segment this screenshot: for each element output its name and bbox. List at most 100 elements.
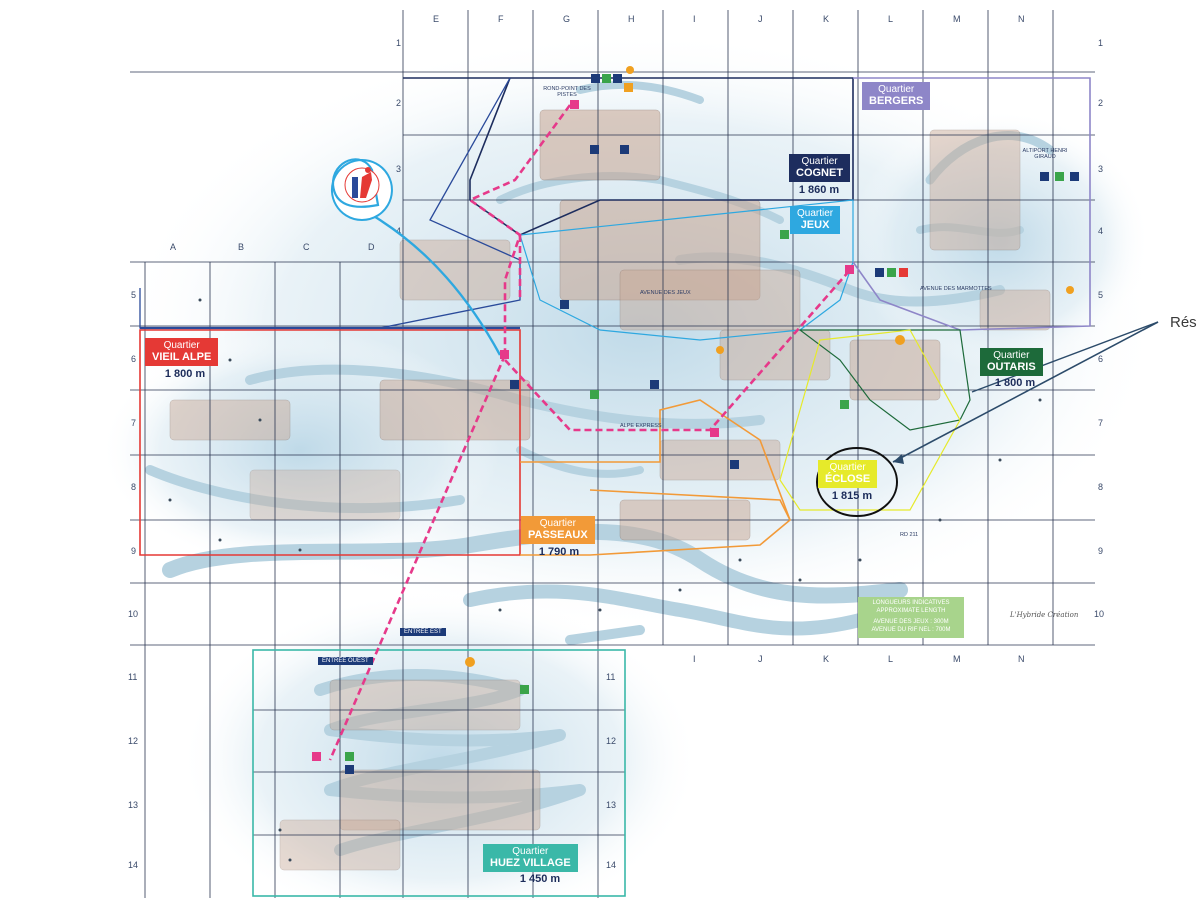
district-altitude-cognet: 1 860 m — [798, 184, 840, 196]
district-line1: Quartier — [801, 156, 838, 167]
row-label: 12 — [606, 736, 616, 746]
entry-ouest-label: ENTRÉE OUEST — [318, 657, 373, 665]
col-label: N — [1018, 14, 1025, 24]
col-label: J — [758, 654, 763, 664]
row-label: 2 — [1098, 98, 1103, 108]
length-legend: LONGUEURS INDICATIVES APPROXIMATE LENGTH… — [858, 597, 964, 638]
row-label: 10 — [1094, 609, 1104, 619]
entry-est-label: ENTRÉE EST — [400, 628, 446, 636]
row-label: 6 — [131, 354, 136, 364]
row-label: 3 — [396, 164, 401, 174]
row-label: 2 — [396, 98, 401, 108]
col-label: I — [693, 14, 696, 24]
col-label: E — [433, 14, 439, 24]
place-avenue-marmottes: AVENUE DES MARMOTTES — [920, 286, 992, 292]
row-label: 13 — [128, 800, 138, 810]
col-label: A — [170, 242, 176, 252]
district-line1: Quartier — [878, 84, 915, 95]
district-altitude-vieil-alpe: 1 800 m — [164, 368, 206, 380]
col-label: J — [758, 14, 763, 24]
row-label: 13 — [606, 800, 616, 810]
district-line1: Quartier — [512, 846, 549, 857]
grid-labels: E F G H I J K L M N A B C D I J K L M N … — [128, 14, 1104, 870]
place-avenue-jeux: AVENUE DES JEUX — [640, 290, 691, 296]
district-altitude-eclose: 1 815 m — [831, 490, 873, 502]
row-label: 12 — [128, 736, 138, 746]
col-label: L — [888, 654, 893, 664]
district-name: BERGERS — [869, 94, 924, 107]
district-name: ÉCLOSE — [825, 472, 871, 485]
legend-line: LONGUEURS INDICATIVES — [872, 600, 950, 606]
district-name: PASSEAUX — [528, 528, 588, 541]
map-credit: L'Hybride Création — [1010, 611, 1079, 619]
trees — [168, 298, 1042, 862]
district-label-vieil-alpe: Quartier VIEIL ALPE — [145, 338, 219, 367]
col-label: L — [888, 14, 893, 24]
callout-text: Rés — [1170, 314, 1197, 331]
row-label: 1 — [1098, 38, 1103, 48]
ski-lifts — [328, 104, 851, 761]
col-label: K — [823, 14, 829, 24]
district-label-huez-village: Quartier HUEZ VILLAGE — [483, 844, 578, 873]
tourist-info-marker — [331, 158, 502, 356]
col-label: M — [953, 14, 961, 24]
district-label-cognet: Quartier COGNET — [789, 154, 851, 183]
col-label: D — [368, 242, 375, 252]
district-line1: Quartier — [993, 350, 1030, 361]
district-line1: Quartier — [797, 208, 834, 219]
row-label: 4 — [1098, 226, 1103, 236]
col-label: I — [693, 654, 696, 664]
col-label: M — [953, 654, 961, 664]
row-label: 8 — [131, 482, 136, 492]
col-label: G — [563, 14, 570, 24]
row-label: 7 — [131, 418, 136, 428]
row-label: 11 — [128, 672, 137, 682]
row-label: 3 — [1098, 164, 1103, 174]
col-label: C — [303, 242, 310, 252]
district-name: COGNET — [796, 166, 844, 179]
row-label: 5 — [131, 290, 136, 300]
service-icons — [312, 66, 1079, 774]
row-label: 11 — [606, 672, 615, 682]
district-label-bergers: Quartier BERGERS — [862, 82, 931, 111]
legend-line: AVENUE DU RIF NEL : 700M — [871, 626, 951, 633]
district-label-passeaux: Quartier PASSEAUX — [521, 516, 595, 545]
place-rd211: RD 211 — [900, 532, 919, 538]
district-name: JEUX — [800, 218, 830, 231]
col-label: B — [238, 242, 244, 252]
district-name: VIEIL ALPE — [152, 350, 212, 363]
row-label: 9 — [131, 546, 136, 556]
place-alpe-express: ALPE EXPRESS — [620, 423, 662, 429]
district-altitude-passeaux: 1 790 m — [538, 546, 580, 558]
row-label: 8 — [1098, 482, 1103, 492]
row-label: 5 — [1098, 290, 1103, 300]
eclose-callout — [816, 321, 1159, 517]
district-line1: Quartier — [539, 518, 576, 529]
legend-line: AVENUE DES JEUX : 300M — [873, 619, 949, 625]
row-label: 10 — [128, 609, 138, 619]
district-line1: Quartier — [829, 462, 866, 473]
col-label: H — [628, 14, 635, 24]
district-label-eclose: Quartier ÉCLOSE — [818, 460, 878, 489]
district-altitude-outaris: 1 800 m — [994, 377, 1036, 389]
row-label: 14 — [128, 860, 138, 870]
row-label: 7 — [1098, 418, 1103, 428]
row-label: 4 — [396, 226, 401, 236]
row-label: 9 — [1098, 546, 1103, 556]
district-label-outaris: Quartier OUTARIS — [980, 348, 1043, 377]
row-label: 14 — [606, 860, 616, 870]
col-label: K — [823, 654, 829, 664]
district-altitude-huez-village: 1 450 m — [519, 873, 561, 885]
district-name: HUEZ VILLAGE — [490, 856, 571, 869]
col-label: F — [498, 14, 504, 24]
district-line1: Quartier — [163, 340, 200, 351]
district-boundaries — [139, 77, 1091, 897]
row-label: 6 — [1098, 354, 1103, 364]
col-label: N — [1018, 654, 1025, 664]
legend-line: APPROXIMATE LENGTH — [876, 607, 946, 614]
row-label: 1 — [396, 38, 401, 48]
district-name: OUTARIS — [987, 360, 1036, 373]
place-altiport: ALTIPORT HENRI GIRAUD — [1022, 148, 1068, 160]
building-clusters — [169, 109, 1051, 871]
